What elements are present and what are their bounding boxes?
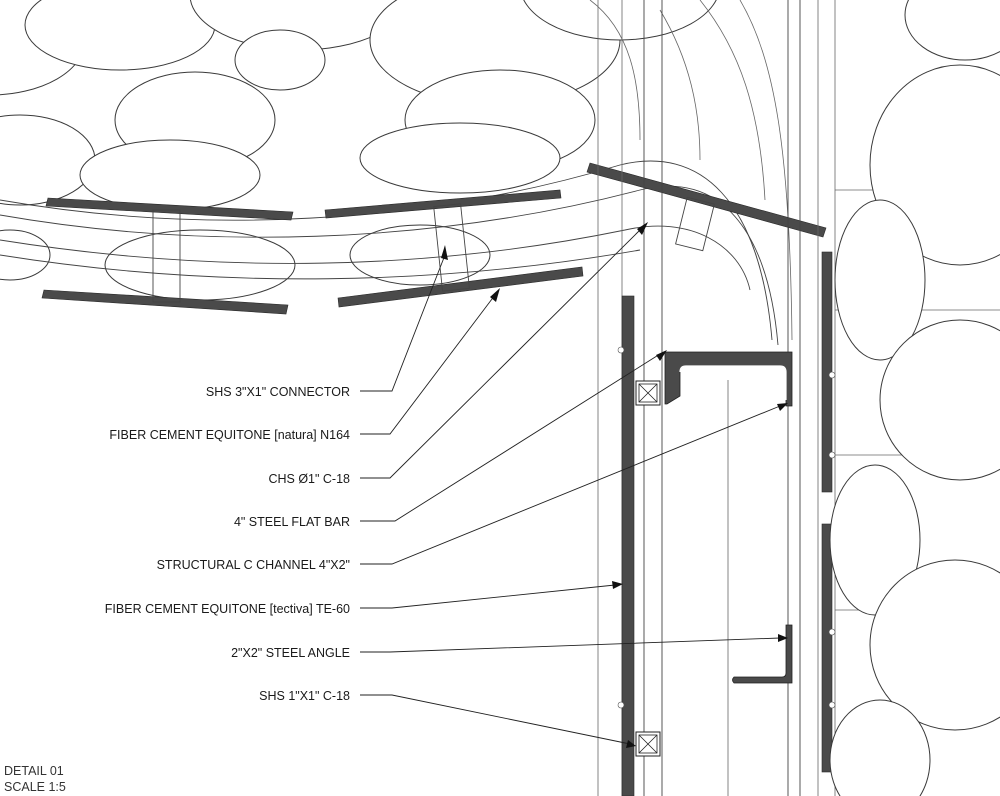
leader-lines [360, 222, 788, 748]
tectiva-panel [621, 295, 635, 796]
callout-fiber-cement-natura: FIBER CEMENT EQUITONE [natura] N164 [109, 428, 350, 442]
c-channel [664, 351, 793, 407]
callout-shs-1x1-c18: SHS 1"X1" C-18 [259, 689, 350, 703]
wall-assembly [597, 0, 836, 796]
callout-chs-1-c18: CHS Ø1" C-18 [268, 472, 350, 486]
callout-labels: SHS 3"X1" CONNECTOR FIBER CEMENT EQUITON… [105, 385, 350, 703]
detail-title-block: DETAIL 01 SCALE 1:5 [4, 764, 66, 794]
callout-steel-angle-2x2: 2"X2" STEEL ANGLE [231, 646, 350, 660]
steel-angle [732, 624, 793, 684]
shs-1x1-lower [635, 731, 661, 757]
callout-shs-3x1-connector: SHS 3"X1" CONNECTOR [206, 385, 350, 399]
callout-fiber-cement-tectiva: FIBER CEMENT EQUITONE [tectiva] TE-60 [105, 602, 350, 616]
callout-steel-flat-bar-4: 4" STEEL FLAT BAR [234, 515, 350, 529]
detail-scale: SCALE 1:5 [4, 780, 66, 794]
shs-1x1-upper [635, 380, 661, 406]
outer-panel-lower [821, 523, 833, 773]
callout-structural-c-channel: STRUCTURAL C CHANNEL 4"X2" [157, 558, 350, 572]
detail-title: DETAIL 01 [4, 764, 64, 778]
shs-connectors [152, 196, 715, 303]
right-pebble-column [829, 0, 1000, 796]
